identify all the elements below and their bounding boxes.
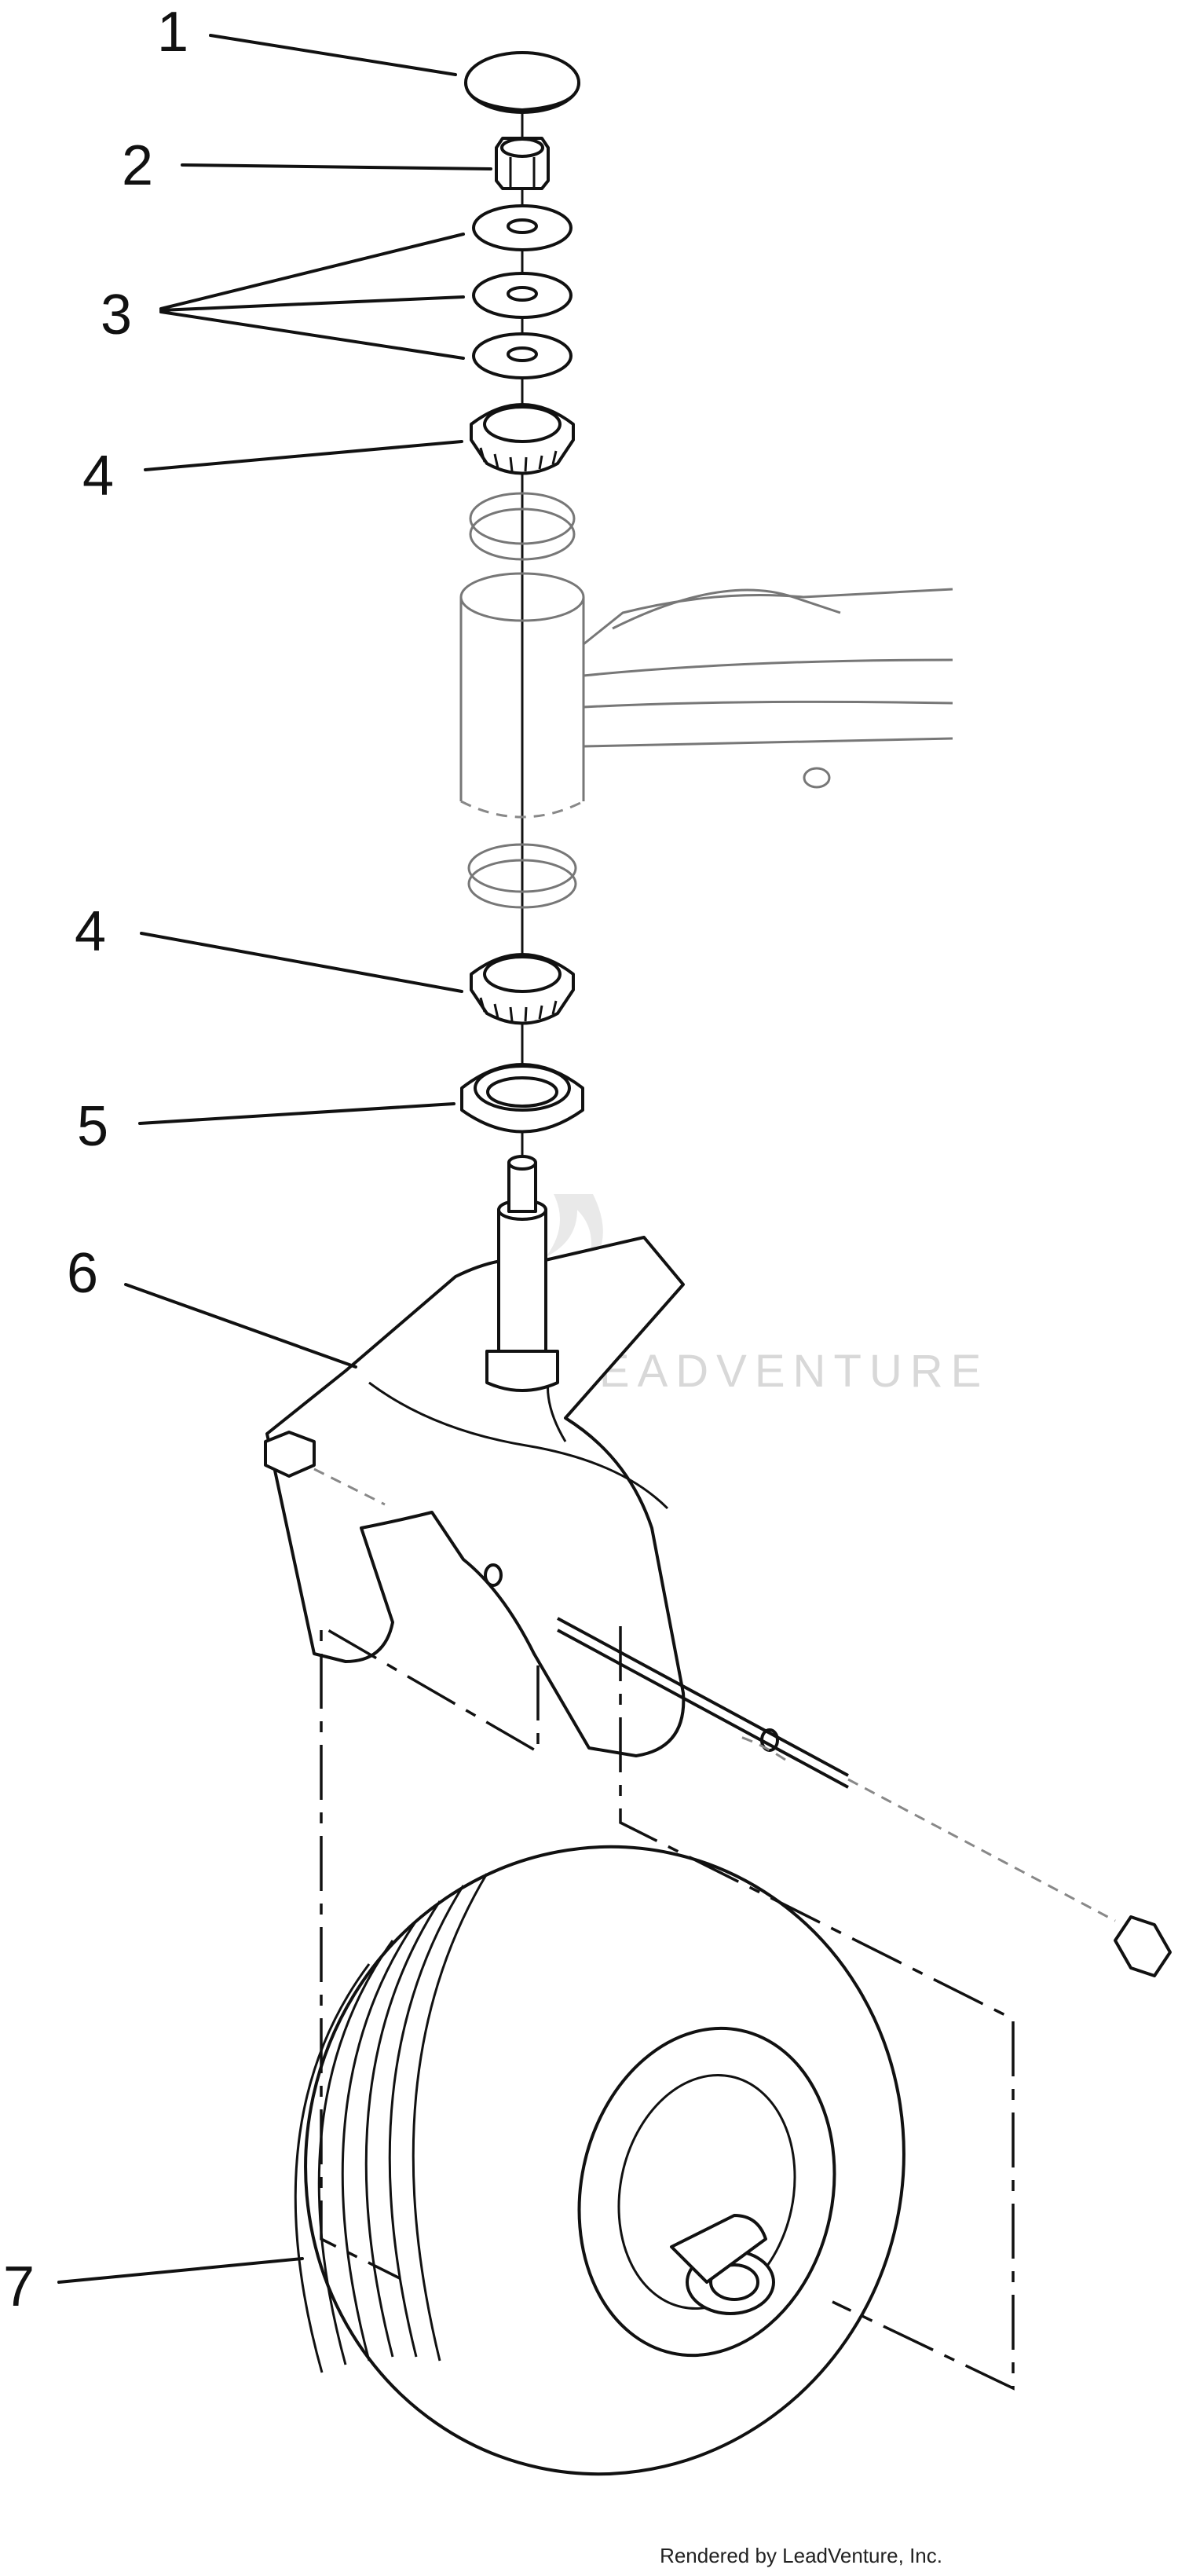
callout-5: 5 xyxy=(77,1095,108,1158)
callout-1: 1 xyxy=(157,1,188,64)
part-7-wheel xyxy=(294,1617,1172,2476)
watermark-text: LEADVENTURE xyxy=(566,1346,990,1397)
part-6-caster-fork xyxy=(264,1155,779,1757)
callout-4-upper: 4 xyxy=(82,445,114,508)
footer-credit: Rendered by LeadVenture, Inc. xyxy=(660,2544,942,2567)
callout-labels: 1 2 3 4 4 5 6 7 xyxy=(3,1,188,2318)
part-4-bearing-upper xyxy=(470,403,575,475)
bearing-race-lower xyxy=(467,843,577,909)
leader-lines xyxy=(57,34,492,2284)
spindle-housing xyxy=(459,572,953,819)
assembly-dashed-lines xyxy=(320,1623,1015,2391)
callout-4-lower: 4 xyxy=(75,900,106,963)
callout-3: 3 xyxy=(101,284,132,346)
part-3-washers xyxy=(472,204,573,379)
part-5-seal xyxy=(460,1063,584,1134)
bearing-race-upper xyxy=(469,492,576,561)
part-2-nut xyxy=(495,137,550,190)
part-1-cap xyxy=(464,51,580,114)
part-4-bearing-lower xyxy=(470,953,575,1025)
callout-7: 7 xyxy=(3,2255,35,2318)
callout-2: 2 xyxy=(122,134,153,197)
callout-6: 6 xyxy=(67,1242,98,1305)
